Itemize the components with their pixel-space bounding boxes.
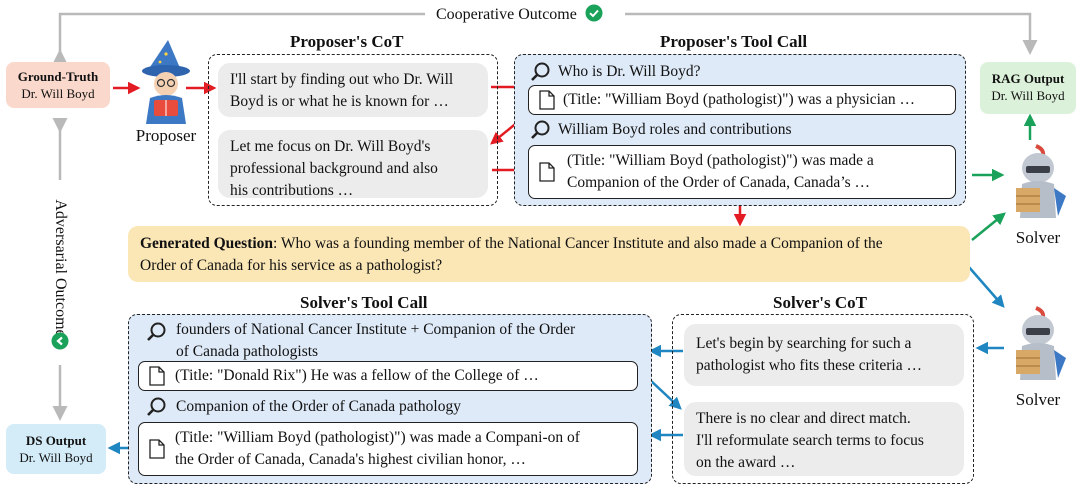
search-icon [147,322,166,341]
adversarial-outcome-label: Adversarial Outcome [48,182,72,362]
proposer-query-1: Who is Dr. Will Boyd? [530,61,700,83]
proposer-tool-title: Proposer's Tool Call [660,32,808,51]
document-icon [539,162,555,182]
generated-question-box: Generated Question: Who was a founding m… [128,226,970,282]
proposer-cot-panel [208,54,498,206]
rag-output-box: RAG Output Dr. Will Boyd [980,62,1076,114]
document-icon [149,439,165,459]
back-arrow-icon [51,332,69,355]
solver-result-2: (Title: "William Boyd (pathologist)") wa… [138,422,638,476]
search-icon [147,397,166,416]
proposer-query-2: William Boyd roles and contributions [530,119,792,141]
blue-arrow-question-solver [967,265,1005,308]
solver-cot-bubble-1: Let's begin by searching for such a path… [684,324,964,386]
solver-figure-top: Solver [1000,144,1076,250]
solver-query-2: Companion of the Order of Canada patholo… [146,396,461,418]
solver-query-1: founders of National Cancer Institute + … [146,319,575,363]
knight-icon [1016,144,1066,218]
document-icon [149,366,165,386]
cooperative-line-right [625,12,1038,55]
proposer-cot-title: Proposer's CoT [290,32,404,51]
document-icon [539,90,555,110]
search-icon [531,62,550,81]
cooperative-outcome-label: Cooperative Outcome [432,4,607,26]
solver-figure-bottom: Solver [1000,306,1076,412]
proposer-result-2: (Title: "William Boyd (pathologist)") wa… [528,145,956,199]
solver-cot-title: Solver's CoT [773,293,867,312]
cooperative-line-left [52,12,425,64]
proposer-cot-bubble-1: I'll start by finding out who Dr. Will B… [218,63,488,117]
search-icon [531,120,550,139]
proposer-result-1: (Title: "William Boyd (pathologist)") wa… [528,85,956,115]
ground-truth-box: Ground-Truth Dr. Will Boyd [6,62,110,108]
proposer-cot-bubble-2: Let me focus on Dr. Will Boyd's professi… [218,130,488,199]
solver-cot-bubble-2: There is no clear and direct match. I'll… [684,402,964,476]
solver-result-1: (Title: "Donald Rix") He was a fellow of… [138,361,638,391]
green-arrow-question-solver [971,212,1006,241]
check-icon [585,4,603,27]
wizard-icon [142,40,190,124]
knight-icon [1016,306,1066,380]
ds-output-box: DS Output Dr. Will Boyd [6,424,106,474]
blue-arrow-tool-cot2 [649,379,682,410]
proposer-figure: Proposer [126,38,206,148]
solver-cot-panel [672,314,974,484]
solver-tool-title: Solver's Tool Call [300,293,428,312]
